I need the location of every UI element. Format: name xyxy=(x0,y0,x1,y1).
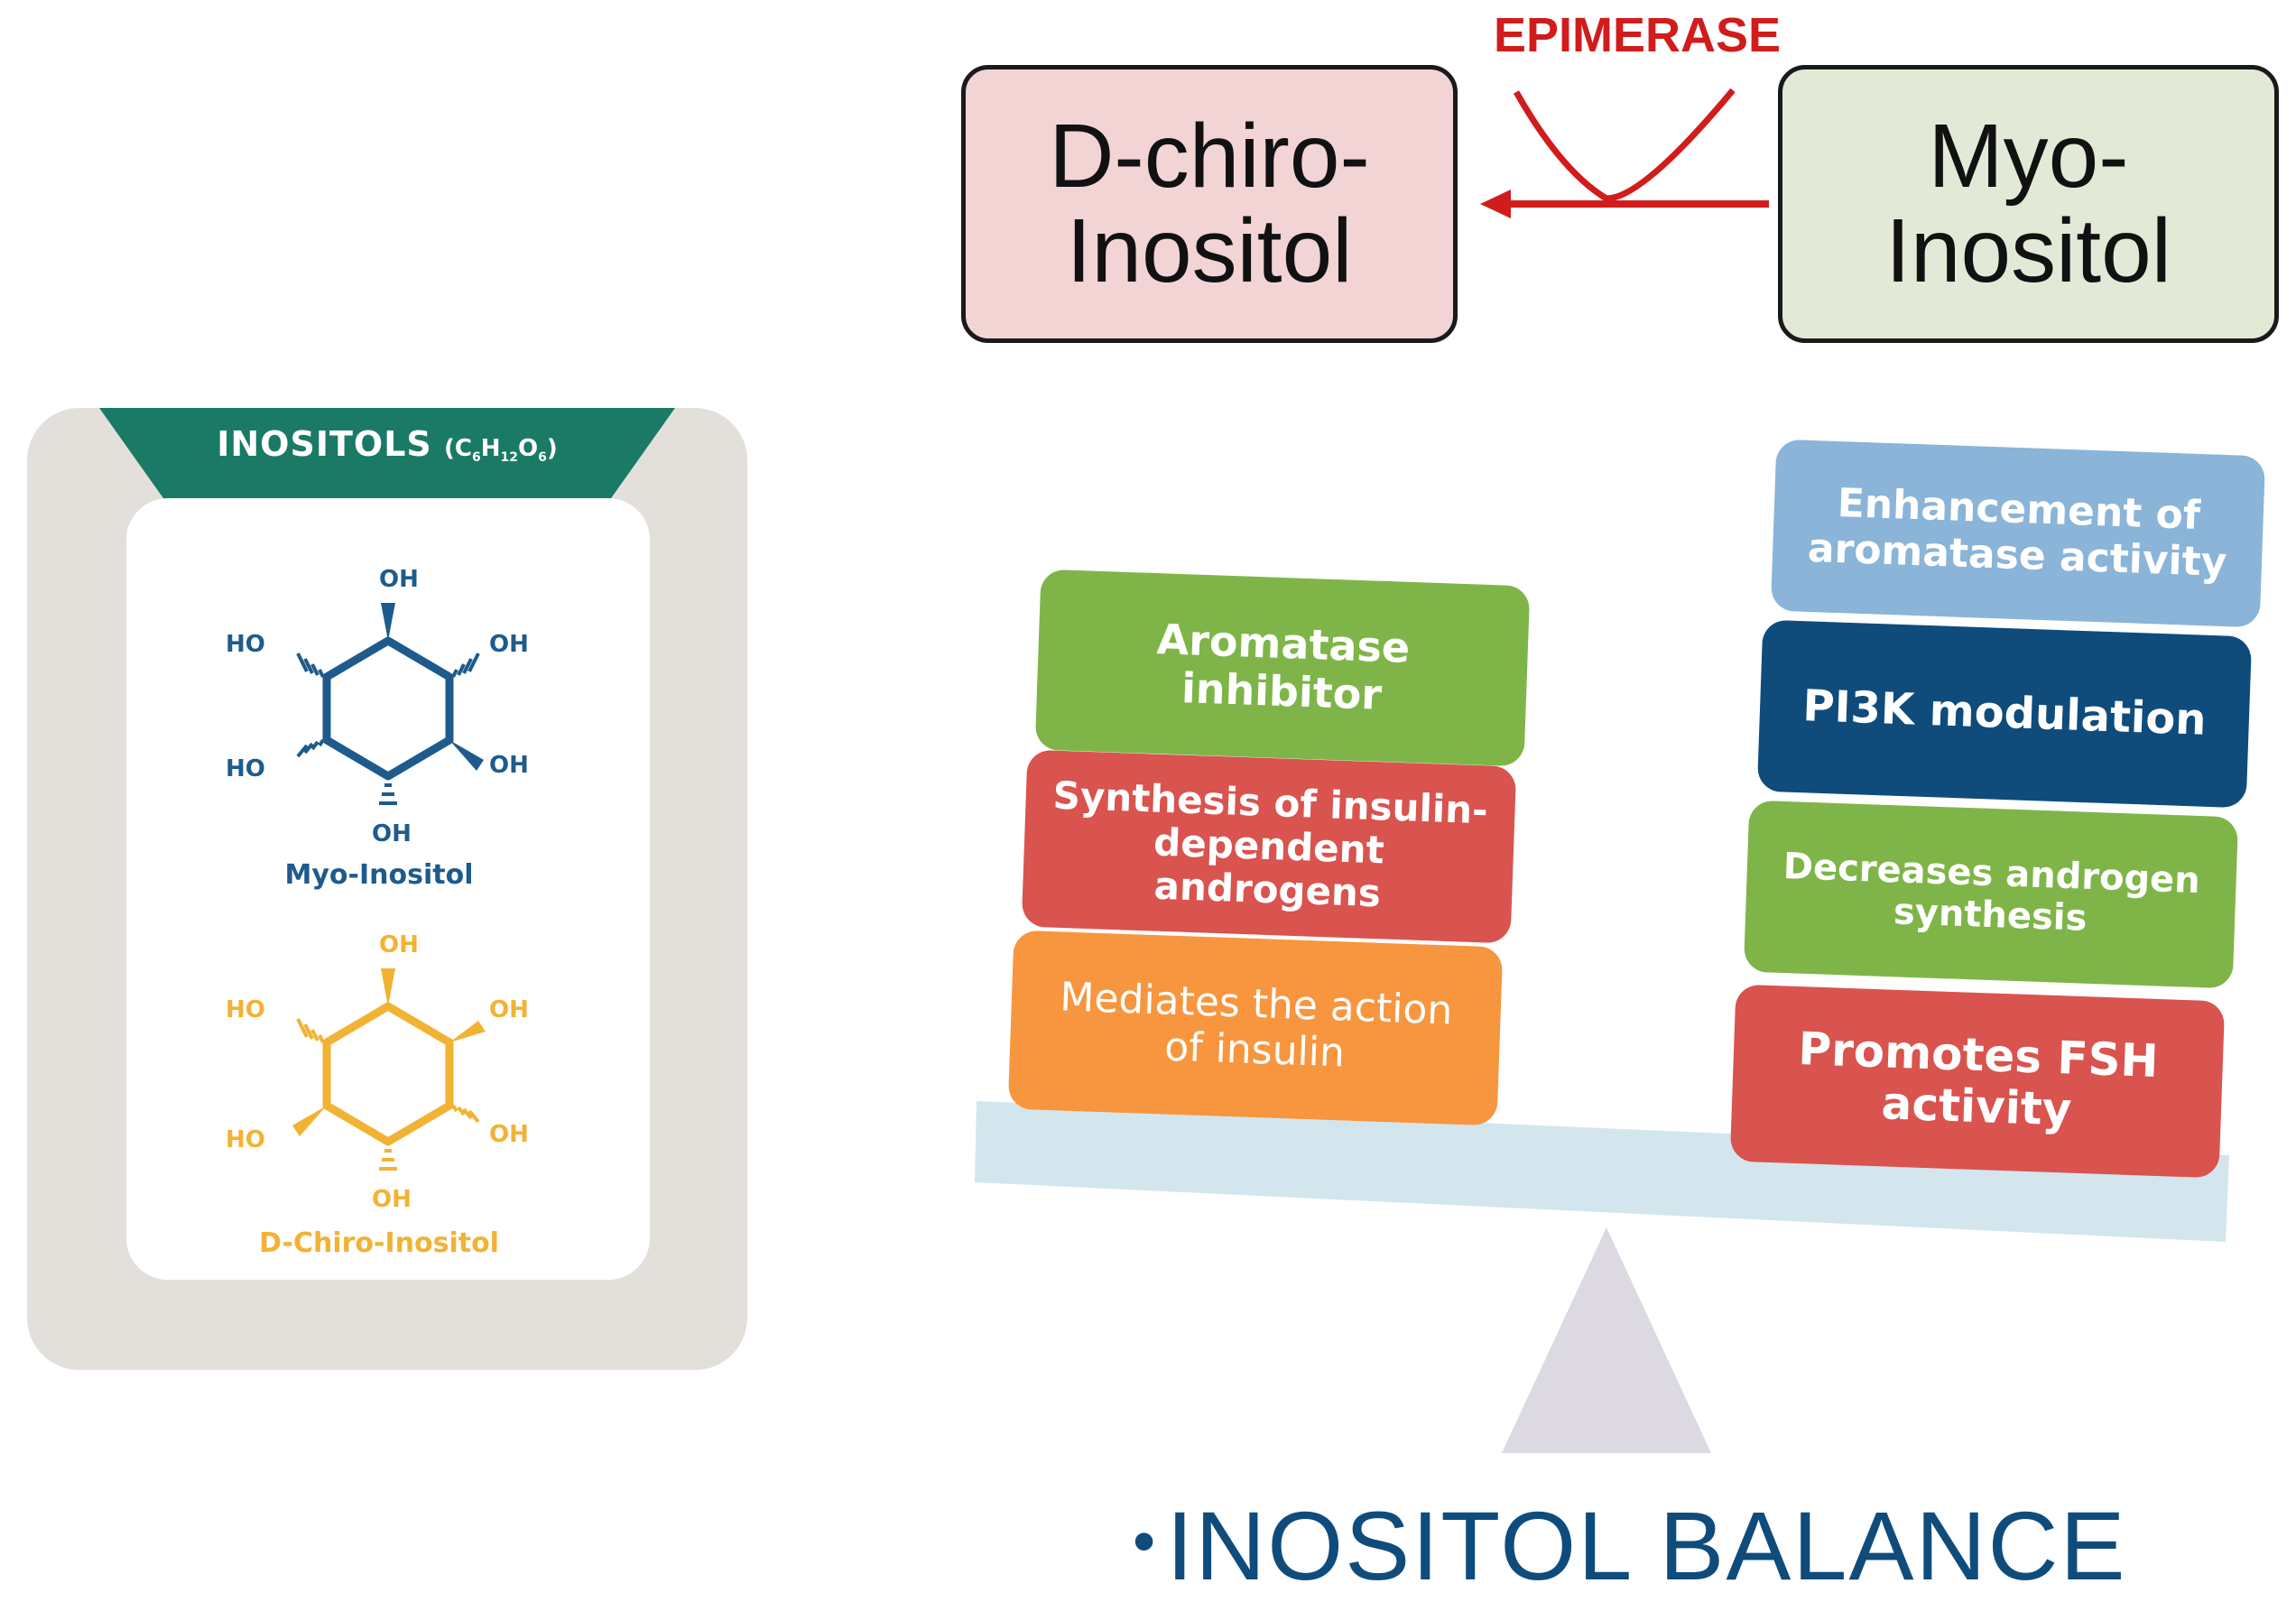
dchiro-oh-bottom: OH xyxy=(372,1186,412,1213)
inositol-balance-caption: •INOSITOL BALANCE xyxy=(1133,1489,2127,1602)
tile-text-line: PI3K modulation xyxy=(1801,681,2208,746)
banner-title-text: INOSITOLS xyxy=(217,424,432,464)
myo-oh-lower-right: OH xyxy=(489,752,529,779)
myo-inositol-line1: Myo- xyxy=(1928,106,2129,207)
balance-beam xyxy=(975,1101,2229,1242)
bullet-icon: • xyxy=(1133,1505,1158,1578)
d-chiro-inositol-caption: D-Chiro-Inositol xyxy=(259,1227,499,1259)
myo-oh-bottom: OH xyxy=(372,820,412,847)
balance-fulcrum xyxy=(1502,1227,1711,1453)
tile-enhancement-aromatase-activity: Enhancement of aromatase activity xyxy=(1770,439,2266,628)
dchiro-ho-upper-left: HO xyxy=(226,996,265,1023)
myo-ho-lower-left: HO xyxy=(226,755,265,782)
myo-oh-top: OH xyxy=(379,566,419,593)
dchiro-ho-lower-left: HO xyxy=(226,1126,265,1153)
tile-mediates-action-of-insulin: Mediates the action of insulin xyxy=(1007,930,1504,1126)
dchiro-oh-lower-right: OH xyxy=(489,1121,529,1148)
myo-oh-upper-right: OH xyxy=(489,631,529,658)
d-chiro-inositol-line2: Inositol xyxy=(1066,200,1353,301)
dchiro-oh-top: OH xyxy=(379,931,419,958)
balance-scale xyxy=(975,1101,2229,1453)
inositols-banner xyxy=(99,408,675,523)
tile-decreases-androgen-synthesis: Decreases androgen synthesis xyxy=(1743,800,2239,989)
d-chiro-inositol-line1: D-chiro- xyxy=(1049,106,1370,207)
inositol-balance-text: INOSITOL BALANCE xyxy=(1166,1491,2127,1600)
d-chiro-inositol-structure: OH HO OH HO OH OH xyxy=(226,931,529,1213)
myo-ho-upper-left: HO xyxy=(226,631,265,658)
molecular-formula: (C6H12O6) xyxy=(444,435,558,466)
myo-inositol-line2: Inositol xyxy=(1885,200,2171,301)
myo-inositol-caption: Myo-Inositol xyxy=(284,859,474,891)
tile-promotes-fsh-activity: Promotes FSH activity xyxy=(1729,984,2226,1179)
myo-inositol-box: Myo- Inositol xyxy=(1778,65,2279,343)
epimerase-reaction-arrow xyxy=(1480,88,1769,218)
myo-inositol-structure: OH HO OH HO OH OH xyxy=(226,566,529,847)
tile-text-line: inhibitor xyxy=(1180,663,1383,719)
dchiro-oh-upper-right: OH xyxy=(489,996,529,1023)
tile-synthesis-insulin-dependent-androgens: Synthesis of insulin- dependent androgen… xyxy=(1021,749,1517,944)
tile-aromatase-inhibitor: Aromatase inhibitor xyxy=(1034,569,1531,767)
epimerase-label: EPIMERASE xyxy=(1494,8,1782,62)
d-chiro-inositol-box: D-chiro- Inositol xyxy=(961,65,1458,343)
tile-pi3k-modulation: PI3K modulation xyxy=(1756,619,2253,809)
banner-title: INOSITOLS (C6H12O6) xyxy=(99,424,675,465)
